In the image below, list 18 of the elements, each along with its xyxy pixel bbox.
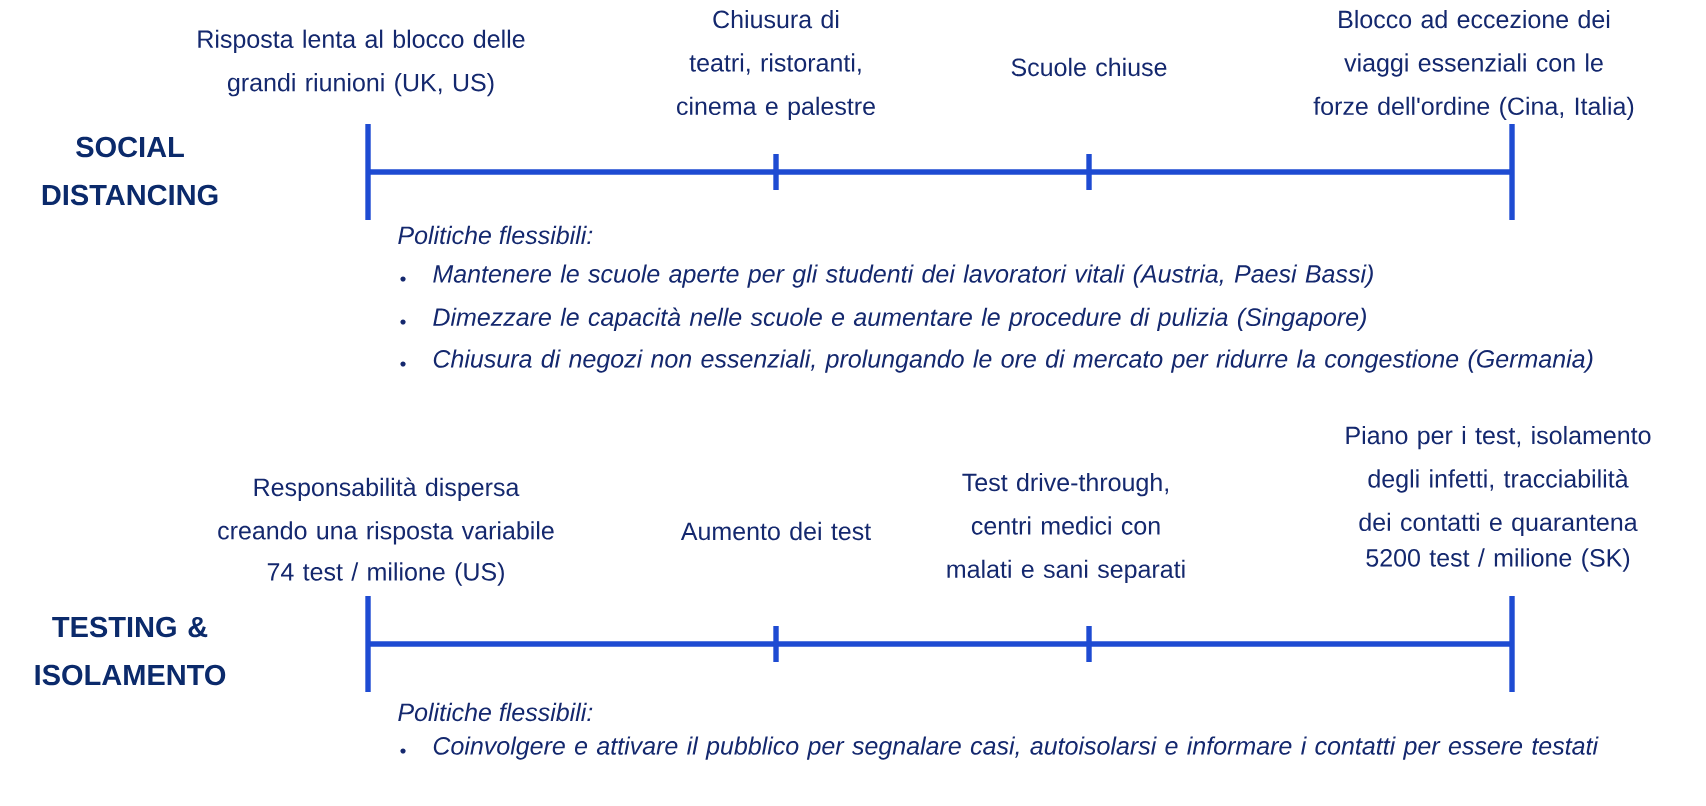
timeline-label: Responsabilità dispersa creando una risposta variabile bbox=[218, 477, 554, 545]
timeline-label: Blocco ad eccezione dei viaggi essenziali con le forze dell'ordine (Cina, Italia) bbox=[1313, 9, 1634, 121]
timeline-label: 5200 test / milione (SK) bbox=[1366, 548, 1630, 572]
timeline-label: Piano per i test, isolamento degli infetti, tracciabilità dei contatti e quarantena bbox=[1346, 425, 1651, 537]
section-heading: SOCIAL DISTANCING bbox=[42, 136, 218, 206]
policy-heading: Politiche flessibili: bbox=[398, 225, 593, 245]
bullet-text: Mantenere le scuole aperte per gli studenti dei lavoratori vitali (Austria, Paesi Bassi) bbox=[433, 264, 1373, 288]
policy-heading: Politiche flessibili: bbox=[398, 702, 593, 722]
bullet-text: Chiusura di negozi non essenziali, prolungando le ore di mercato per ridurre la congestione (Germania) bbox=[433, 349, 1593, 373]
bullet-text: Coinvolgere e attivare il pubblico per segnalare casi, autoisolarsi e informare i contatti per essere testati bbox=[433, 736, 1599, 760]
section-heading: TESTING & ISOLAMENTO bbox=[35, 616, 226, 686]
timeline-label: Chiusura di teatri, ristoranti, cinema e palestre bbox=[677, 9, 875, 121]
timeline-label: Aumento dei test bbox=[680, 521, 871, 541]
bullet-text: Dimezzare le capacità nelle scuole e aumentare le procedure di pulizia (Singapore) bbox=[433, 307, 1366, 331]
timeline-label: Test drive-through, centri medici con malati e sani separati bbox=[947, 472, 1185, 584]
timeline-label: Risposta lenta al blocco delle grandi riunioni (UK, US) bbox=[198, 29, 525, 97]
timeline-label: 74 test / milione (US) bbox=[267, 562, 504, 586]
timeline-label: Scuole chiuse bbox=[1011, 57, 1167, 77]
